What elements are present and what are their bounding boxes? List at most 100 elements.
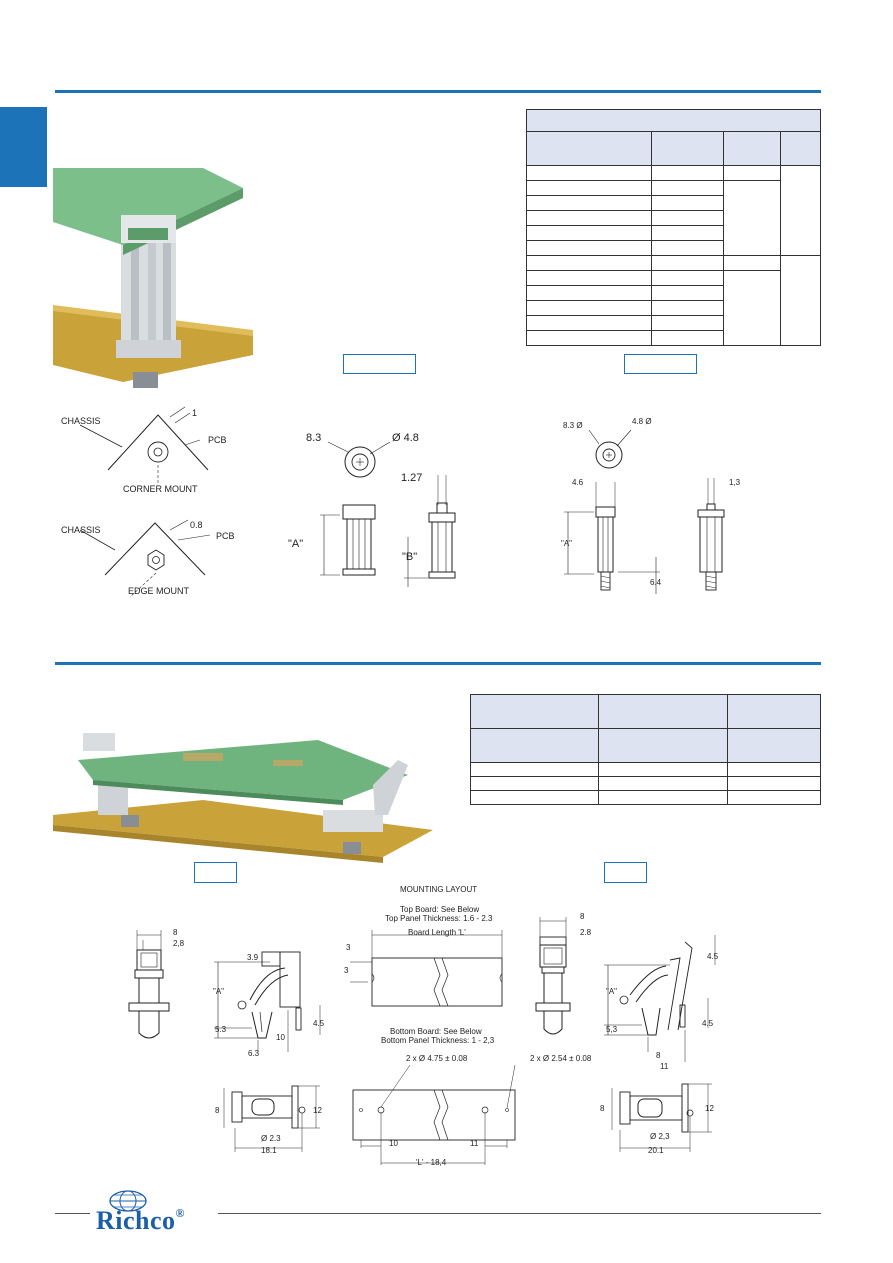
table-row	[526, 165, 821, 256]
dim-b-hole: 4.8 Ø	[632, 417, 652, 426]
bottom-board-drawing	[352, 1064, 516, 1165]
label-pcb-corner: PCB	[208, 435, 227, 445]
label-chassis-edge: CHASSIS	[61, 525, 101, 535]
brand-name: Richco	[96, 1206, 176, 1235]
right-dim-dia-2-3: Ø 2,3	[650, 1132, 670, 1141]
table-row	[526, 240, 821, 256]
left-dim-18-1: 18.1	[261, 1146, 277, 1155]
part-number-box-4	[604, 862, 647, 883]
top-board-drawing	[350, 930, 503, 1007]
mounting-layout-title: MOUNTING LAYOUT	[400, 885, 478, 894]
left-part-front-view	[128, 930, 170, 1039]
board-length-label: Board Length 'L'	[408, 928, 466, 937]
table-row	[526, 330, 821, 346]
drawing-b-side-view-1	[564, 482, 660, 594]
drawing-a-side-view-1	[320, 504, 376, 576]
right-dim-12: 12	[705, 1104, 714, 1113]
side-tab	[0, 107, 47, 187]
drawing-a-top-view	[327, 441, 391, 478]
part-number-box-2	[624, 354, 697, 374]
left-dim-w28: 2,8	[173, 939, 185, 948]
edge-dim-3-side: 3	[344, 966, 349, 975]
right-dim-8-bottom: 8	[600, 1104, 605, 1113]
left-dim-6-3: 6.3	[248, 1049, 260, 1058]
right-dim-4-5-top: 4.5	[707, 952, 719, 961]
edge-dim-3-top: 3	[346, 943, 351, 952]
label-dim-1: 1	[192, 408, 198, 418]
dim-a-hole: Ø 4.8	[392, 432, 419, 444]
left-dim-12: 12	[313, 1106, 322, 1115]
drawing-b-top-view	[588, 429, 632, 469]
top-board-note: Top Board: See Below	[400, 905, 480, 914]
table-row	[526, 180, 821, 256]
footer-rule-right	[218, 1213, 821, 1214]
bottom-dim-length: 'L' - 18,4	[416, 1158, 447, 1167]
table-row	[526, 255, 821, 346]
left-dim-5-3: 5.3	[215, 1025, 227, 1034]
label-pcb-edge: PCB	[216, 531, 235, 541]
table-subheader-row	[470, 728, 821, 763]
right-dim-11: 11	[660, 1062, 669, 1071]
right-dim-w8: 8	[580, 912, 585, 921]
left-dim-a: "A"	[213, 987, 225, 996]
left-part-side-view	[214, 951, 321, 1052]
bottom-board-note: Bottom Board: See Below	[390, 1027, 482, 1036]
left-dim-8: 8	[215, 1106, 220, 1115]
bottom-dim-11: 11	[470, 1139, 479, 1148]
drawing-b-side-view-2	[697, 478, 725, 591]
left-dim-3-9: 3.9	[247, 953, 259, 962]
footer-rule-left	[55, 1213, 90, 1214]
edge-mount-diagram	[79, 519, 211, 598]
product-photo-support-post	[53, 168, 253, 388]
hole-right-note: 2 x Ø 2.54 ± 0.08	[530, 1054, 592, 1063]
dim-b-tab: 1,3	[729, 478, 741, 487]
table-row	[470, 790, 821, 805]
dim-b-outer: 8.3 Ø	[563, 421, 583, 430]
left-dim-dia-2-3: Ø 2.3	[261, 1134, 281, 1143]
dim-a-height: "A"	[288, 538, 304, 550]
bottom-thickness-note: Bottom Panel Thickness: 1 - 2,3	[381, 1036, 495, 1045]
table-row	[526, 210, 821, 226]
table-title-row	[526, 109, 821, 132]
right-dim-w28: 2.8	[580, 928, 592, 937]
part-number-box-1	[343, 354, 416, 374]
dim-b-thread: 6.4	[650, 578, 662, 587]
dim-a-height-b: "B"	[402, 551, 418, 563]
brand-logo: Richco®	[96, 1206, 185, 1236]
globe-logo-icon	[109, 1190, 147, 1212]
right-part-front-view	[535, 917, 571, 1035]
label-edge-mount: EDGE MOUNT	[128, 586, 190, 596]
top-thickness-note: Top Panel Thickness: 1.6 - 2.3	[385, 914, 493, 923]
hole-left-note: 2 x Ø 4.75 ± 0.08	[406, 1054, 468, 1063]
left-dim-w8: 8	[173, 928, 178, 937]
table-row	[470, 762, 821, 777]
part-number-box-3	[194, 862, 237, 883]
right-part-side-view	[604, 935, 716, 1062]
drawing-a-side-view-2	[404, 475, 456, 587]
dim-a-outer: 8.3	[306, 432, 322, 444]
table-row	[470, 776, 821, 791]
label-chassis-corner: CHASSIS	[61, 416, 101, 426]
top-section-rule	[55, 90, 821, 93]
bottom-section-rule	[55, 662, 821, 665]
left-dim-4-5: 4.5	[313, 1019, 325, 1028]
dim-b-height: "A"	[561, 539, 573, 548]
dim-a-tab: 1.27	[401, 472, 423, 484]
bottom-dim-10: 10	[389, 1139, 398, 1148]
left-dim-10: 10	[276, 1033, 285, 1042]
label-corner-mount: CORNER MOUNT	[123, 484, 198, 494]
product-photo-card-guide	[53, 733, 433, 863]
table-header-row	[470, 694, 821, 729]
right-dim-5-3: 5,3	[606, 1025, 618, 1034]
spec-table-1	[526, 109, 821, 346]
right-dim-20-1: 20.1	[648, 1146, 664, 1155]
left-part-bottom-view	[223, 1085, 320, 1152]
right-dim-8: 8	[656, 1051, 661, 1060]
label-dim-0-8: 0.8	[190, 520, 203, 530]
table-row	[526, 270, 821, 346]
table-row	[526, 225, 821, 241]
dim-b-width: 4.6	[572, 478, 584, 487]
table-header-row	[526, 131, 821, 166]
right-dim-a: "A"	[606, 987, 618, 996]
spec-table-2	[470, 694, 821, 805]
